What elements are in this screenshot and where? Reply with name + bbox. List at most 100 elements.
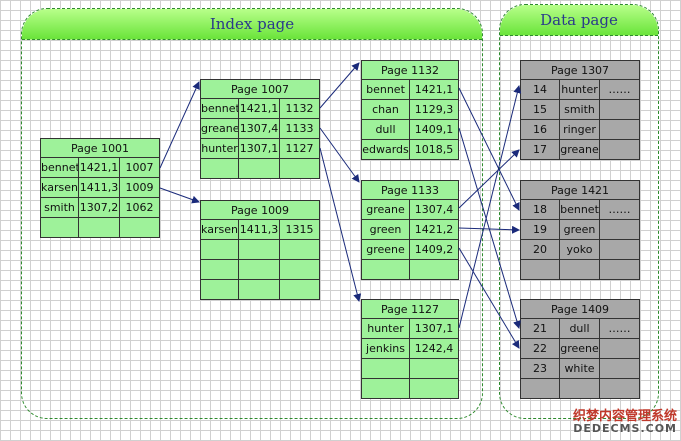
page-title: Page 1409: [520, 299, 640, 319]
page-cell: [79, 218, 120, 238]
page-cell: ……: [600, 200, 640, 220]
arrow-1132-to-1409: [458, 127, 521, 329]
page-row: [200, 240, 320, 260]
page-cell: karsen: [40, 178, 79, 198]
arrow-1007-to-1127: [319, 147, 362, 302]
page-cell: greene: [560, 339, 600, 359]
page-row: [200, 280, 320, 300]
page-cell: smith: [40, 198, 79, 218]
page-cell: 1129,3: [410, 100, 459, 120]
page-cell: karsen: [200, 220, 239, 240]
arrow-1007-to-1132: [319, 62, 360, 109]
page-cell: [560, 260, 600, 280]
page-cell: [410, 379, 459, 399]
page-cell: 19: [520, 220, 560, 240]
page-cell: jenkins: [361, 339, 410, 359]
page-cell: [600, 220, 640, 240]
page-cell: [239, 280, 280, 300]
page-cell: 1409,1: [410, 120, 459, 140]
page-cell: 1307,1: [410, 319, 459, 339]
page-cell: ……: [600, 80, 640, 100]
page-cell: [120, 218, 160, 238]
page-cell: [280, 240, 320, 260]
page-cell: [200, 159, 239, 179]
page-cell: [600, 120, 640, 140]
page-cell: greane: [560, 140, 600, 160]
page-cell: greane: [361, 200, 410, 220]
data-section: Data page: [499, 4, 659, 419]
page-cell: 1007: [120, 158, 160, 178]
page-cell: 1132: [280, 99, 320, 119]
page-cell: 1307,2: [79, 198, 120, 218]
page-title: Page 1007: [200, 79, 320, 99]
page-cell: 1409,2: [410, 240, 459, 260]
page-cell: 1421,1: [239, 99, 280, 119]
page-cell: [200, 280, 239, 300]
page-cell: 1133: [280, 119, 320, 139]
page-cell: 1009: [120, 178, 160, 198]
page-cell: greene: [361, 240, 410, 260]
page-cell: dull: [361, 120, 410, 140]
page-cell: [280, 159, 320, 179]
page-cell: bennet: [361, 80, 410, 100]
page-cell: [361, 379, 410, 399]
page-title: Page 1127: [361, 299, 459, 319]
page-cell: smith: [560, 100, 600, 120]
page-cell: 1307,4: [239, 119, 280, 139]
page-cell: bennet: [40, 158, 79, 178]
page-cell: 1127: [280, 139, 320, 159]
page-cell: chan: [361, 100, 410, 120]
index-section: Index page: [21, 8, 483, 419]
page-cell: [600, 359, 640, 379]
page-cell: hunter: [560, 80, 600, 100]
page-title: Page 1133: [361, 180, 459, 200]
watermark-cn: 织梦内容管理系统: [572, 409, 677, 424]
page-cell: [361, 260, 410, 280]
page-cell: 16: [520, 120, 560, 140]
page-cell: [600, 260, 640, 280]
page-cell: 17: [520, 140, 560, 160]
page-title: Page 1421: [520, 180, 640, 200]
page-cell: [280, 280, 320, 300]
page-cell: 1242,4: [410, 339, 459, 359]
page-cell: green: [560, 220, 600, 240]
page-row: [520, 379, 640, 399]
page-row: [361, 359, 459, 379]
page-cell: greane: [200, 119, 239, 139]
page-row: [520, 260, 640, 280]
arrow-1127-to-1307: [458, 85, 522, 329]
page-cell: bennet: [560, 200, 600, 220]
page-cell: [520, 379, 560, 399]
page-cell: [410, 260, 459, 280]
page-cell: [600, 100, 640, 120]
page-title: Page 1307: [520, 60, 640, 80]
page-cell: [361, 359, 410, 379]
page-cell: 18: [520, 200, 560, 220]
page-cell: edwards: [361, 140, 410, 160]
page-cell: dull: [560, 319, 600, 339]
page-cell: yoko: [560, 240, 600, 260]
